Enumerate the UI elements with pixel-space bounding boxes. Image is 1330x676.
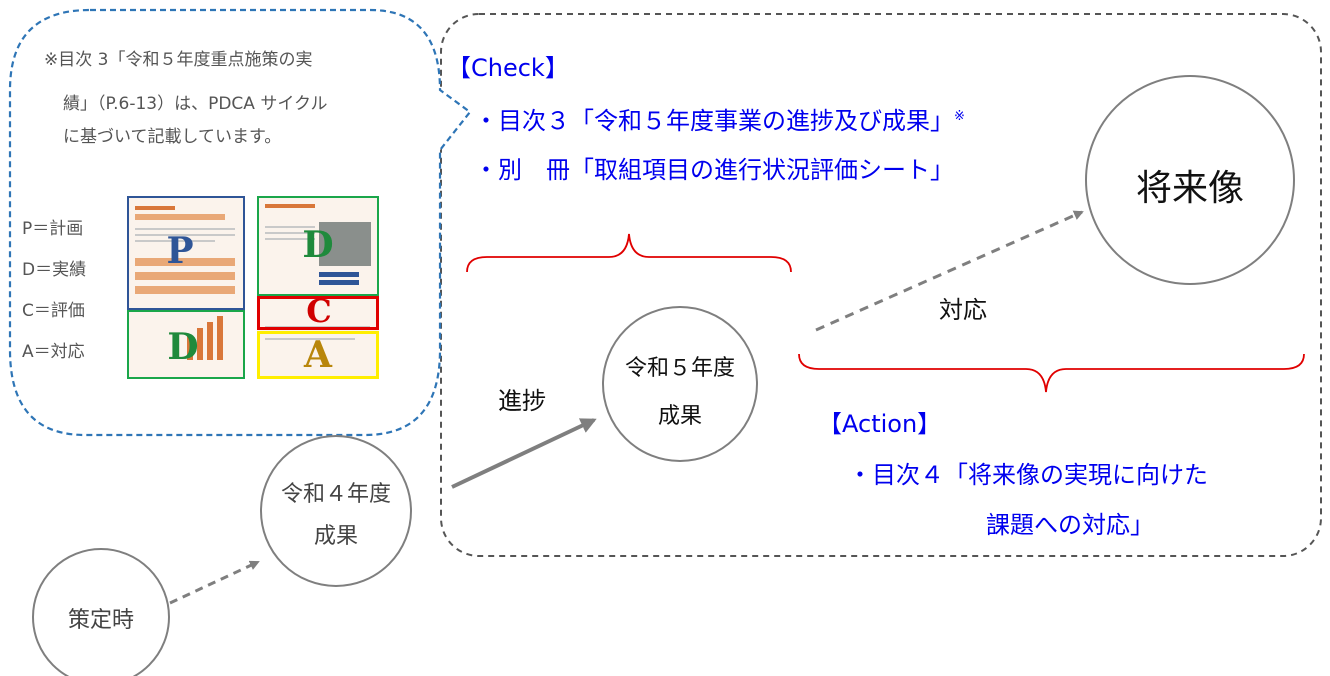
circle-initial (32, 548, 170, 676)
circle-initial-label: 策定時 (67, 608, 134, 633)
circle-r4 (260, 435, 412, 587)
thumb-letter-d-right: D (302, 224, 334, 266)
circle-future (1085, 75, 1295, 285)
action-header: 【Action】 (818, 410, 942, 438)
check-header: 【Check】 (447, 54, 569, 82)
thumb-letter-d-left: D (167, 326, 199, 368)
frame-plan (127, 196, 245, 310)
pdca-legend-p: P＝計画 (22, 219, 84, 239)
label-response: 対応 (939, 296, 987, 324)
frame-action (257, 331, 379, 379)
action-line-2: 課題への対応」 (986, 511, 1154, 539)
circle-r5-label-line2: 成果 (657, 404, 702, 429)
circle-future-label: 将来像 (1135, 168, 1244, 209)
pdca-legend-c: C＝評価 (22, 301, 85, 321)
circle-r5-label-line1: 令和５年度 (624, 356, 735, 381)
circle-r4-label-line2: 成果 (313, 524, 358, 549)
arrow-initial-to-r4 (169, 560, 260, 605)
check-action-frame (440, 13, 1322, 557)
note-line-1: ※目次 3「令和５年度重点施策の実 (44, 50, 313, 70)
frame-check (257, 296, 379, 330)
check-item-2: ・別 冊「取組項目の進行状況評価シート」 (474, 156, 954, 184)
label-progress: 進捗 (498, 387, 546, 415)
report-thumbnail-left (127, 196, 245, 379)
pdca-legend-d: D＝実績 (22, 260, 87, 280)
thumb-letter-a: A (304, 334, 332, 376)
check-item-1-mark: ※ (954, 109, 965, 124)
thumb-letter-c: C (306, 292, 332, 330)
note-line-2: 績」（P.6-13）は、PDCA サイクル (63, 94, 328, 114)
arrow-r5-to-future (815, 210, 1084, 332)
brace-check (466, 233, 792, 273)
pdca-legend-a: A＝対応 (22, 342, 85, 362)
report-thumbnail-right (257, 196, 379, 379)
thumb-letter-p: P (166, 230, 194, 272)
circle-r4-label-line1: 令和４年度 (280, 482, 391, 507)
check-item-1: ・目次３「令和５年度事業の進捗及び成果」※ (474, 101, 965, 136)
note-line-3: に基づいて記載しています。 (63, 127, 282, 147)
frame-do-left (127, 310, 245, 379)
brace-action (798, 353, 1305, 393)
action-line-1: ・目次４「将来像の実現に向けた (848, 461, 1208, 489)
circle-r5 (602, 306, 758, 462)
frame-do-right (257, 196, 379, 296)
check-item-1-text: ・目次３「令和５年度事業の進捗及び成果」 (474, 107, 954, 135)
arrow-r4-to-r5 (451, 418, 597, 489)
